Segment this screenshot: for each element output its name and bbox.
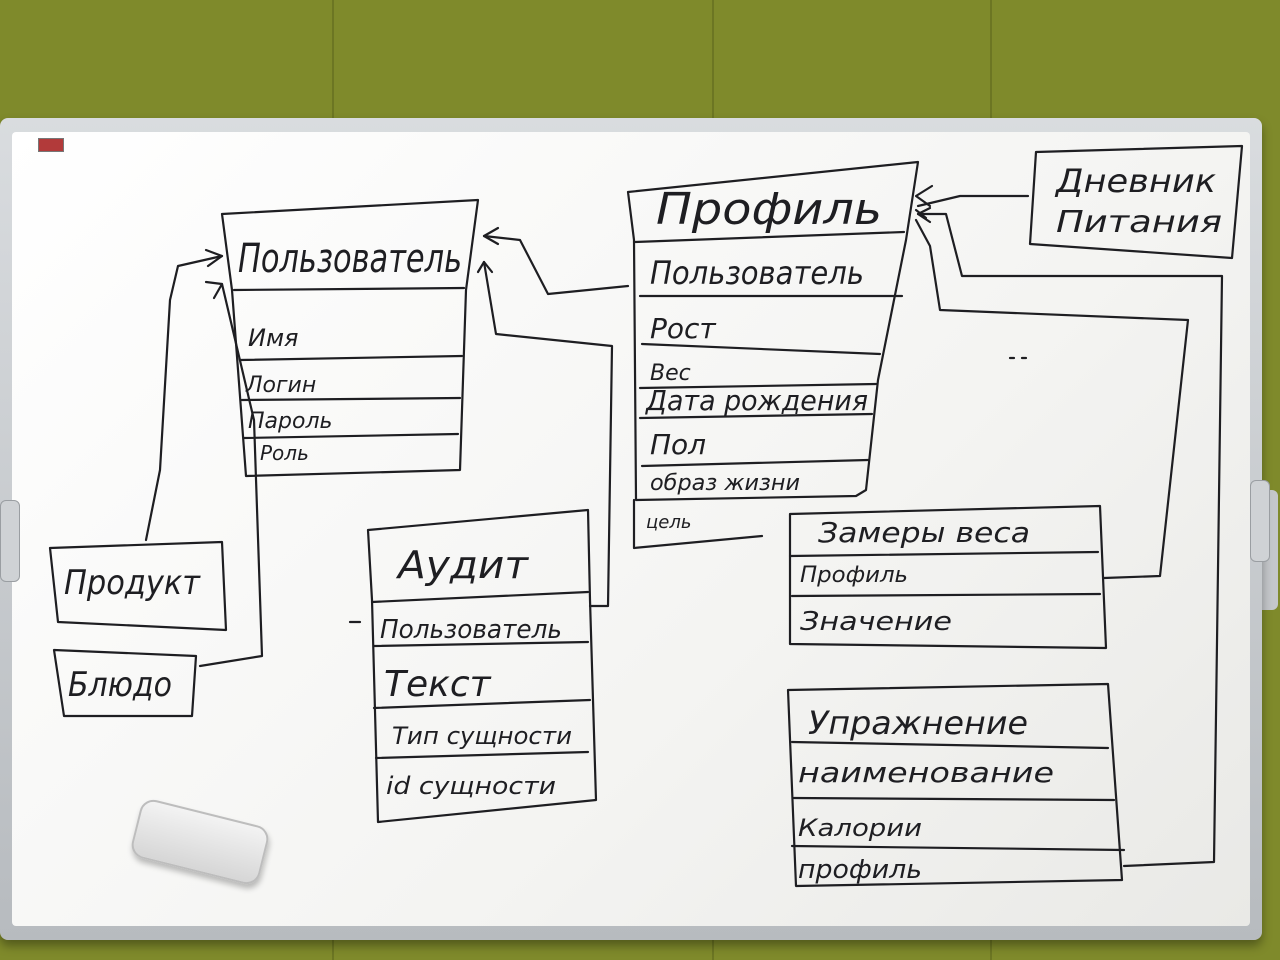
- audit-title: Аудит: [395, 543, 530, 587]
- user-field-password: Пароль: [248, 409, 332, 434]
- weight-title: Замеры веса: [818, 516, 1030, 549]
- exercise-field-profile: профиль: [798, 855, 922, 885]
- profile-field-height: Рост: [650, 312, 716, 345]
- profile-field-birthdate: Дата рождения: [644, 384, 868, 417]
- profile-field-lifestyle: образ жизни: [650, 471, 800, 496]
- weight-field-value: Значение: [800, 607, 952, 637]
- user-entity-box: [220, 198, 480, 478]
- audit-field-entity-type: Тип сущности: [392, 722, 572, 750]
- right-clamp: [1250, 480, 1270, 562]
- weight-entity-box: [788, 504, 1108, 650]
- profile-field-sex: Пол: [650, 428, 706, 461]
- whiteboard-frame: [0, 118, 1262, 940]
- exercise-entity-box: [786, 682, 1126, 888]
- audit-field-user: Пользователь: [380, 615, 562, 645]
- diary-title-line2: Питания: [1056, 205, 1222, 240]
- product-title: Продукт: [64, 563, 201, 603]
- audit-field-entity-id: id сущности: [386, 772, 556, 800]
- weight-field-profile: Профиль: [800, 563, 908, 588]
- dish-title: Блюдо: [68, 665, 172, 705]
- diary-title-line1: Дневник: [1054, 162, 1217, 200]
- product-entity-box: [48, 540, 228, 632]
- profile-title: Профиль: [656, 184, 882, 235]
- exercise-field-calories: Калории: [798, 814, 922, 842]
- dish-entity-box: [52, 648, 198, 718]
- exercise-field-name: наименование: [798, 756, 1054, 789]
- profile-entity-box: [626, 160, 920, 550]
- user-field-name: Имя: [248, 324, 299, 352]
- left-clamp: [0, 500, 20, 582]
- profile-field-goal: цель: [646, 512, 691, 533]
- diary-entity-box: [1028, 144, 1244, 260]
- profile-field-user: Пользователь: [650, 254, 864, 292]
- user-field-login: Логин: [245, 373, 316, 398]
- exercise-title: Упражнение: [808, 704, 1028, 742]
- audit-field-text: Текст: [384, 664, 492, 705]
- relation-lines: [144, 184, 1224, 868]
- user-field-role: Роль: [260, 441, 309, 465]
- board-label-tag: [38, 138, 64, 152]
- audit-entity-box: [348, 508, 598, 824]
- whiteboard-surface: [12, 132, 1250, 926]
- user-title: Пользователь: [238, 236, 462, 282]
- profile-field-weight: Вес: [650, 361, 691, 386]
